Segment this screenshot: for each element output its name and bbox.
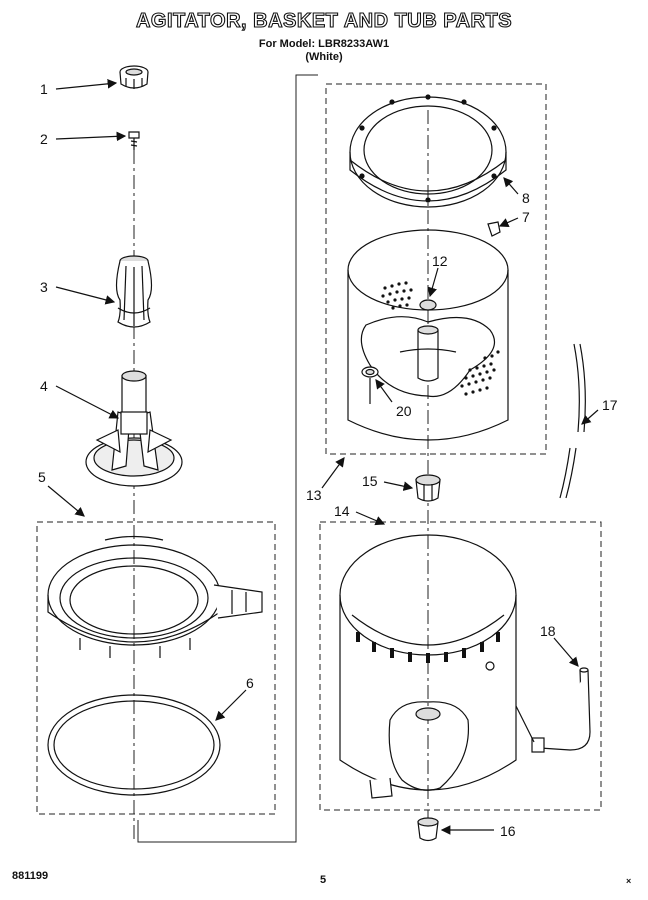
spin-nut [415, 474, 441, 502]
callout-12: 12 [432, 253, 448, 269]
callout-20: 20 [396, 403, 412, 419]
connector-lines [137, 74, 318, 843]
callout-3: 3 [40, 279, 48, 295]
leader-17 [581, 409, 599, 425]
outer-tub [339, 534, 517, 799]
basket-holes-left [381, 281, 413, 310]
tub-ring [47, 535, 263, 658]
agitator-cap [119, 65, 149, 89]
color-line: (White) [305, 51, 343, 63]
callout-2: 2 [40, 131, 48, 147]
bottom-nut [417, 817, 439, 842]
leader-6 [215, 689, 247, 721]
tub-ring-gasket [47, 694, 221, 796]
callout-17: 17 [602, 397, 618, 413]
balance-ring [349, 94, 507, 208]
agitator-bolt [128, 131, 140, 150]
leader-12 [427, 267, 439, 298]
callout-16: 16 [500, 823, 516, 839]
tub-ring-group-box [36, 521, 276, 815]
callout-13: 13 [306, 487, 322, 503]
basket-holes-right [460, 350, 500, 396]
leader-7 [498, 217, 519, 227]
leader-14 [355, 511, 386, 526]
page-number: 5 [320, 874, 327, 886]
drain-hose [515, 667, 591, 753]
callout-18: 18 [540, 623, 556, 639]
basket [347, 229, 509, 441]
leader-5 [47, 485, 85, 517]
callout-4: 4 [40, 378, 48, 394]
page-title: AGITATOR, BASKET AND TUB PARTS [135, 9, 513, 32]
hose-strip [559, 343, 586, 499]
callout-8: 8 [522, 190, 530, 206]
callout-15: 15 [362, 473, 378, 489]
outer-tub-group-box [319, 521, 602, 811]
callout-7: 7 [522, 209, 530, 225]
callout-6: 6 [246, 675, 254, 691]
callout-14: 14 [334, 503, 350, 519]
callout-1: 1 [40, 81, 48, 97]
leader-20 [375, 379, 393, 403]
leader-15 [383, 481, 414, 491]
basket-group-box [325, 83, 547, 455]
basket-clip [487, 221, 501, 237]
footer-code: 881199 [12, 870, 49, 882]
callout-5: 5 [38, 469, 46, 485]
leader-3 [55, 286, 116, 305]
agitator-barrel [115, 255, 153, 328]
corner-mark: × [626, 876, 632, 886]
model-line: For Model: LBR8233AW1 [258, 38, 390, 50]
leader-13 [321, 457, 345, 489]
leader-4 [55, 385, 120, 419]
leader-8 [503, 177, 519, 195]
tub-slots [356, 632, 500, 663]
basket-washer [361, 366, 379, 404]
agitator-base [85, 370, 183, 487]
leader-2 [55, 131, 127, 142]
leader-1 [55, 79, 118, 90]
leader-18 [553, 637, 579, 667]
